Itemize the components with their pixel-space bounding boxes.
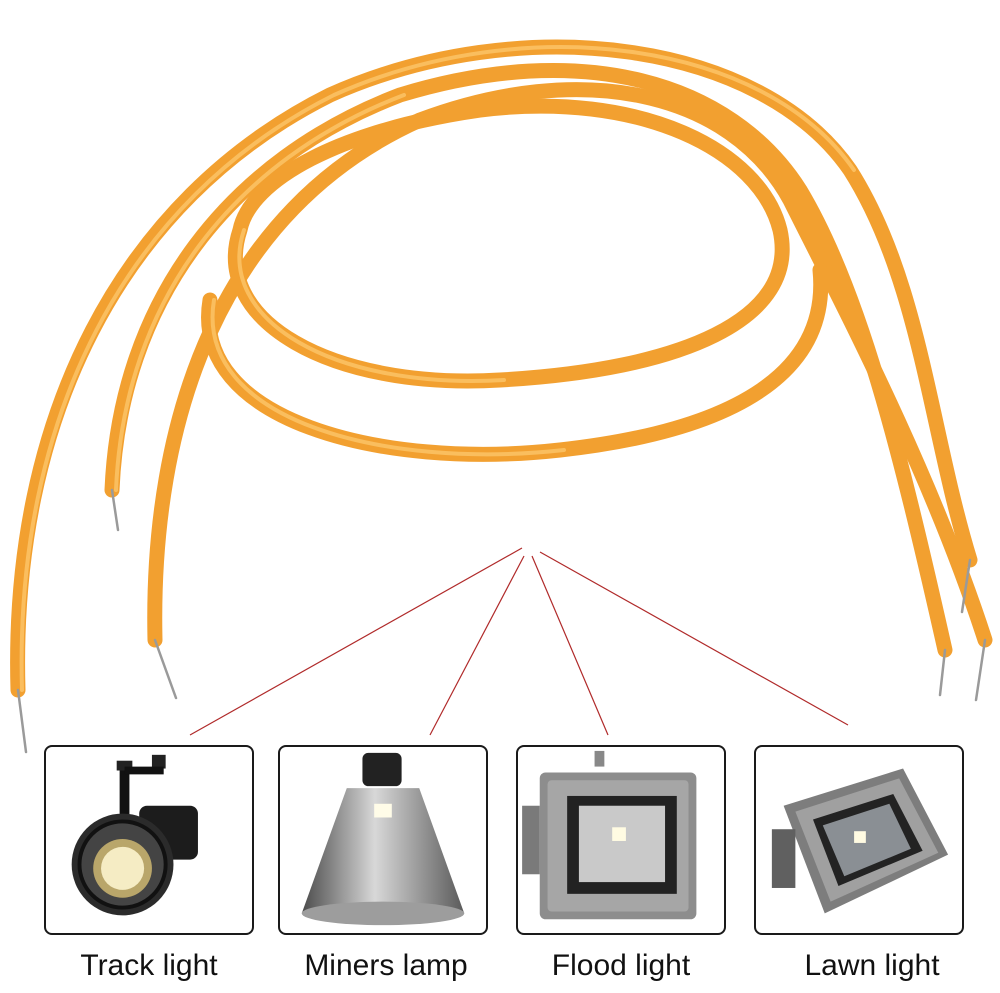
pointer-lines <box>189 547 849 736</box>
product-card-flood-light <box>516 745 726 935</box>
flood-light-icon <box>522 750 697 920</box>
product-card-miners-lamp <box>278 745 488 935</box>
caption-lawn-light: Lawn light <box>804 949 940 982</box>
product-card-lawn-light <box>754 745 964 935</box>
miners-lamp-icon <box>301 752 465 926</box>
lawn-light-icon <box>771 768 949 914</box>
track-light-icon <box>71 754 198 916</box>
product-card-track-light <box>44 745 254 935</box>
caption-miners-lamp: Miners lamp <box>304 949 468 982</box>
caption-track-light: Track light <box>80 949 218 982</box>
filament-strands <box>10 39 993 698</box>
wire-leads <box>16 488 987 754</box>
caption-flood-light: Flood light <box>551 949 691 982</box>
